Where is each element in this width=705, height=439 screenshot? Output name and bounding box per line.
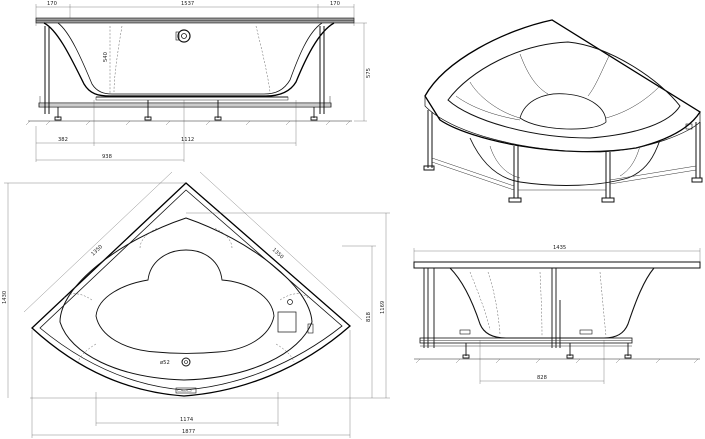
drain-circle bbox=[181, 357, 191, 367]
overflow-fitting bbox=[177, 29, 191, 43]
plan-bowl bbox=[59, 217, 313, 381]
dim-height: 575 bbox=[366, 68, 372, 78]
side-rim bbox=[413, 261, 701, 269]
perspective-bowl bbox=[447, 41, 681, 139]
perspective-view bbox=[423, 19, 703, 203]
plan-outline bbox=[31, 182, 351, 397]
perspective-rim bbox=[424, 19, 701, 153]
dim-inner-length: 1112 bbox=[181, 137, 194, 143]
dim-side-width: 1435 bbox=[553, 245, 566, 251]
dim-leg-span: 828 bbox=[537, 375, 547, 381]
dim-drain: ø52 bbox=[160, 360, 170, 366]
front-section-view: 170 1537 170 540 bbox=[25, 1, 372, 162]
plan-seat bbox=[95, 249, 275, 354]
dim-depth-right: 1169 bbox=[380, 301, 386, 314]
plan-view: ø52 ▭▭▭ 1350 1350 1430 1169 818 1174 187… bbox=[2, 171, 390, 438]
dim-depth: 540 bbox=[103, 52, 109, 62]
dim-offset-left: 382 bbox=[58, 137, 68, 143]
dim-overall-width: 1537 bbox=[181, 1, 194, 7]
dim-diagonal: 1430 bbox=[2, 291, 8, 304]
control-panel bbox=[277, 311, 297, 333]
svg-text:▭▭▭: ▭▭▭ bbox=[177, 388, 192, 394]
dim-rim-right: 170 bbox=[330, 1, 340, 7]
dim-overall-width-plan: 1877 bbox=[182, 429, 195, 435]
side-elevation-view: 1435 bbox=[413, 245, 701, 384]
dim-drain-offset: 938 bbox=[102, 154, 112, 160]
dim-inner-width: 1174 bbox=[180, 417, 194, 423]
dim-rim-left: 170 bbox=[47, 1, 57, 7]
foot-1 bbox=[423, 165, 435, 171]
dim-side-a: 1350 bbox=[90, 244, 104, 257]
dim-inner-depth: 818 bbox=[366, 312, 372, 322]
tub-profile bbox=[43, 22, 335, 97]
